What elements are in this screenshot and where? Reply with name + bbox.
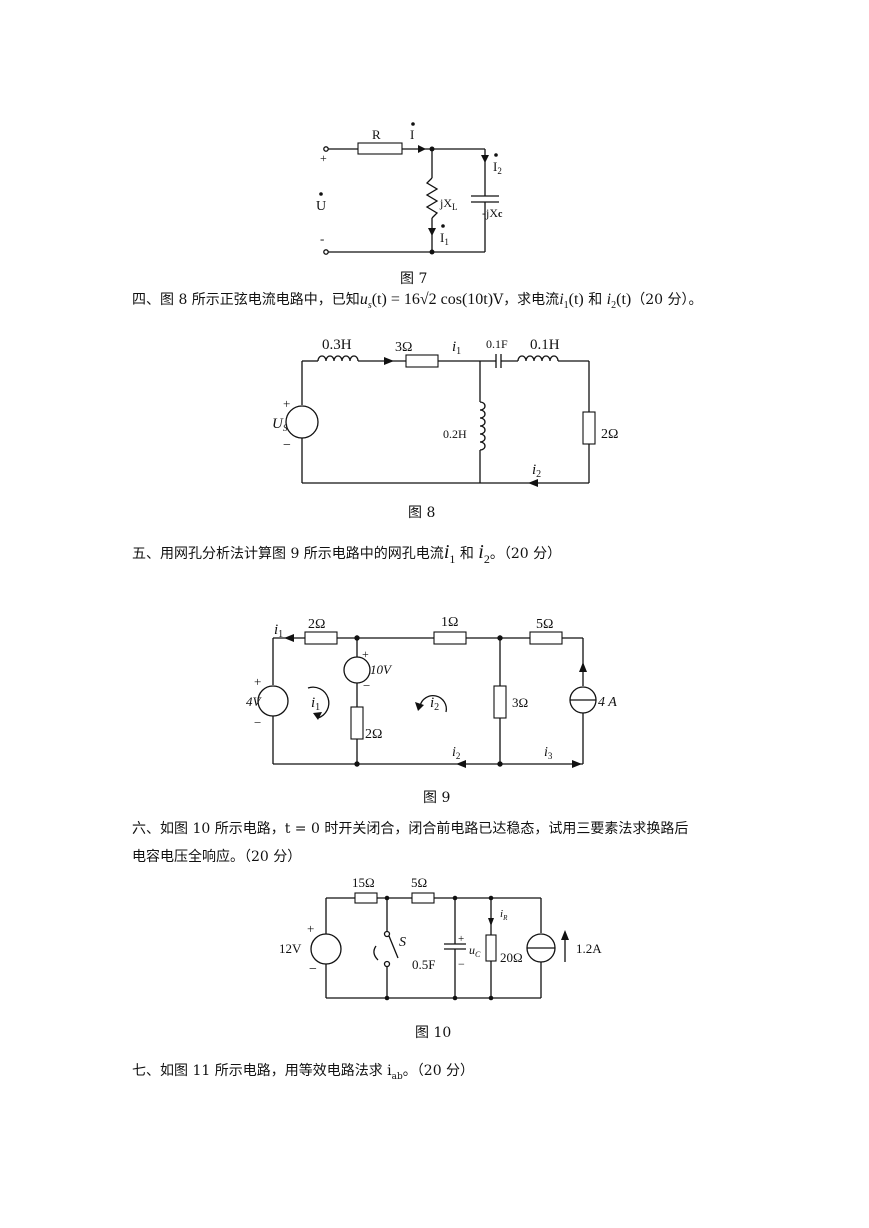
- svg-text:0.3H: 0.3H: [322, 337, 352, 353]
- q7-suffix: 。（20 分）: [402, 1063, 475, 1079]
- label-r: R: [372, 127, 381, 142]
- label-i2-branch: i2: [452, 745, 460, 761]
- label-3ohm: 3Ω: [395, 340, 412, 355]
- label-0-2h: 0.2H: [443, 427, 467, 441]
- label-uc: uC: [469, 943, 481, 959]
- label-plus: +: [283, 396, 290, 411]
- resistor-5ohm: [411, 892, 435, 904]
- label-jxc: -jXc: [482, 206, 503, 220]
- label-mesh-i1: i1: [311, 695, 320, 713]
- inductor-0-3h: [317, 355, 359, 362]
- question-7: 七、如图 11 所示电路，用等效电路法求 iab。（20 分）: [132, 1060, 474, 1088]
- current-arrow-i2: [481, 155, 489, 163]
- label-minus: -: [320, 231, 324, 246]
- figure-8-caption: 图 8: [408, 505, 436, 521]
- figure-10-caption: 图 10: [415, 1025, 452, 1041]
- q4-formula: us(t) = 16√2 cos(10t): [359, 291, 494, 312]
- label-10v: 10V: [370, 662, 393, 677]
- q4-i1: i1(t): [559, 291, 584, 312]
- label-minus: −: [309, 962, 317, 977]
- q4-unit: V: [493, 292, 504, 308]
- current-arrow-i: [418, 145, 426, 153]
- label-5ohm: 5Ω: [536, 617, 553, 632]
- label-ir: iR: [500, 908, 508, 922]
- inductor-0-1h: [517, 355, 559, 362]
- mesh-current-2-arrow: [419, 695, 447, 713]
- label-u: U: [316, 199, 326, 214]
- label-c-minus: −: [458, 957, 465, 971]
- label-plus: +: [320, 151, 327, 165]
- label-i1-branch: i1: [274, 622, 283, 640]
- question-6-line-2: 电容电压全响应。（20 分）: [132, 849, 302, 865]
- label-s: S: [399, 935, 406, 950]
- question-5: 五、用网孔分析法计算图 9 所示电路中的网孔电流i1 和 i2。（20 分）: [132, 541, 561, 570]
- label-i3: i3: [544, 745, 553, 761]
- mesh-current-1-arrow: [307, 686, 330, 719]
- label-jxl: jXL: [439, 196, 458, 212]
- label-12v: 12V: [279, 941, 302, 956]
- figure-9-caption: 图 9: [423, 790, 451, 806]
- label-plus: +: [307, 921, 314, 936]
- q7-prefix: 七、如图 11 所示电路，用等效电路法求 i: [132, 1063, 392, 1079]
- q5-suffix: 。（20 分）: [489, 546, 562, 562]
- label-i1: i1: [452, 339, 461, 357]
- label-plus-4v: +: [254, 674, 261, 689]
- q4-prefix: 四、图 8 所示正弦电流电路中，已知: [132, 292, 360, 308]
- label-i2: I2: [493, 159, 502, 176]
- label-i: I: [410, 127, 414, 142]
- label-20ohm: 20Ω: [500, 950, 523, 965]
- label-0-1h: 0.1H: [530, 337, 560, 353]
- q5-i2: i2: [478, 541, 490, 566]
- label-15ohm: 15Ω: [352, 875, 375, 890]
- resistor-20ohm: [485, 934, 497, 962]
- label-mesh-i2: i2: [430, 695, 439, 713]
- q5-i1: i1: [443, 541, 456, 566]
- inductor-jxl: [425, 177, 439, 219]
- label-3ohm: 3Ω: [512, 695, 528, 710]
- label-us: US: [272, 416, 288, 433]
- label-minus: −: [283, 438, 291, 453]
- label-minus-10v: −: [363, 678, 370, 693]
- q4-and: 和: [588, 292, 603, 308]
- label-minus-4v: −: [254, 715, 261, 730]
- label-1ohm: 1Ω: [441, 615, 458, 630]
- voltage-source-12v: [310, 933, 342, 965]
- q4-suffix: （20 分）。: [631, 292, 703, 308]
- current-arrow-i1: [428, 228, 436, 236]
- label-c-plus: +: [458, 933, 464, 945]
- q7-sub: ab: [391, 1071, 403, 1082]
- question-6-line-1: 六、如图 10 所示电路，t = 0 时开关闭合，闭合前电路已达稳态，试用三要素…: [132, 821, 689, 837]
- label-2ohm: 2Ω: [601, 427, 618, 442]
- inductor-0-2h: [479, 401, 486, 451]
- label-2ohm-top: 2Ω: [308, 617, 325, 632]
- label-1-2a: 1.2A: [576, 941, 602, 956]
- label-2ohm-mid: 2Ω: [365, 727, 382, 742]
- question-4: 四、图 8 所示正弦电流电路中，已知us(t) = 16√2 cos(10t)V…: [132, 289, 702, 317]
- switch-s: [388, 935, 399, 959]
- label-0-3h: 0.3H: [322, 337, 352, 353]
- label-plus-10v: +: [362, 647, 369, 661]
- resistor-15ohm: [354, 892, 378, 904]
- label-4a: 4 A: [598, 695, 617, 710]
- q4-i2: i2(t): [606, 291, 632, 312]
- label-i1: I1: [440, 230, 449, 247]
- label-i2: i2: [532, 462, 541, 480]
- label-5ohm: 5Ω: [411, 875, 427, 890]
- q5-prefix: 五、用网孔分析法计算图 9 所示电路中的网孔电流: [132, 546, 444, 562]
- label-0-5f: 0.5F: [412, 957, 435, 972]
- q5-and: 和: [459, 546, 474, 562]
- figure-7-caption: 图 7: [400, 271, 428, 287]
- q4-mid: ，求电流: [503, 292, 560, 308]
- label-4v: 4V: [246, 694, 263, 709]
- label-0-1f: 0.1F: [486, 337, 508, 351]
